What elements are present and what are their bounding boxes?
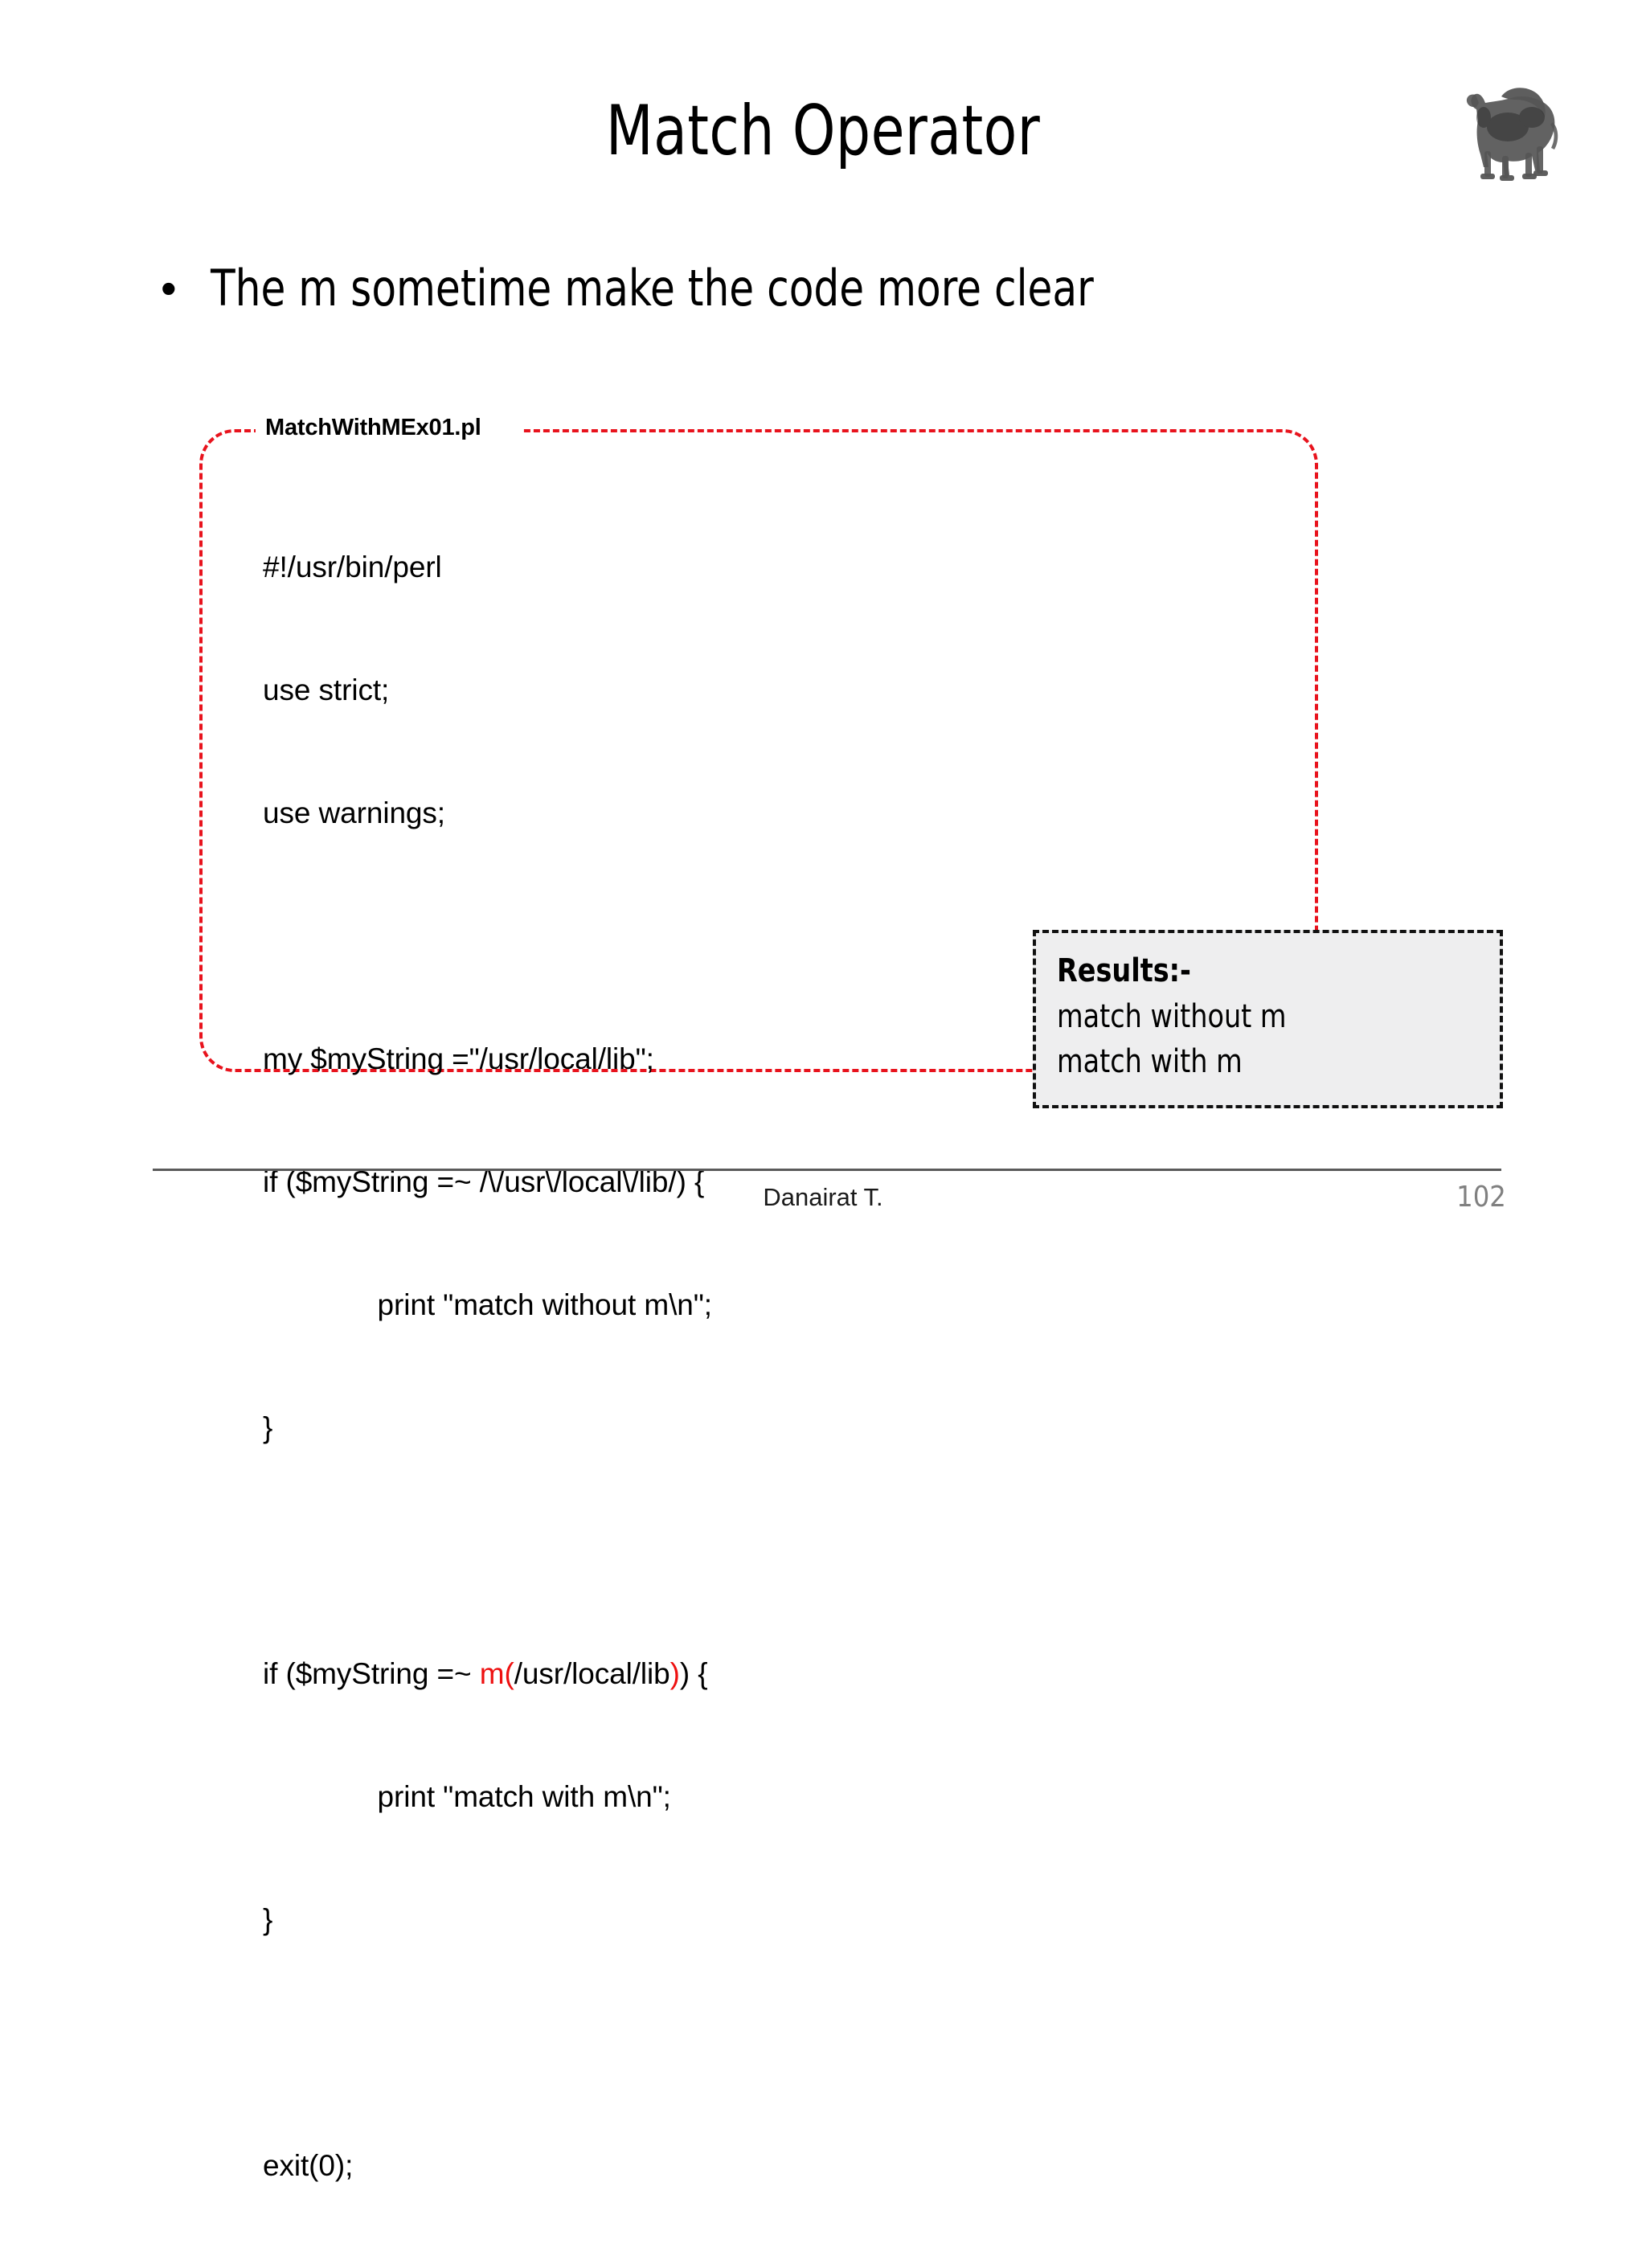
page-title: Match Operator xyxy=(605,91,1041,171)
perl-camel-icon xyxy=(1452,71,1574,183)
footer-author: Danairat T. xyxy=(763,1183,883,1211)
bullet-marker-icon: • xyxy=(161,263,177,313)
code-line-highlighted: if ($myString =~ m(/usr/local/lib)) { xyxy=(263,1653,712,1694)
bullet-list: • The m sometime make the code more clea… xyxy=(161,257,1527,320)
code-line: exit(0); xyxy=(263,2149,354,2182)
results-line: match without m xyxy=(1057,998,1287,1035)
code-file-label: MatchWithMEx01.pl xyxy=(265,415,481,440)
results-title: Results:- xyxy=(1057,952,1191,989)
bullet-item-text: The m sometime make the code more clear xyxy=(211,259,1094,317)
code-line: } xyxy=(263,1903,273,1936)
page-number: 102 xyxy=(1456,1181,1506,1214)
code-line: } xyxy=(263,1411,273,1444)
code-line-blank xyxy=(263,2022,712,2063)
code-line: use warnings; xyxy=(263,796,445,829)
code-line: my $myString ="/usr/local/lib"; xyxy=(263,1042,654,1075)
code-block: #!/usr/bin/perl use strict; use warnings… xyxy=(263,465,712,2268)
code-callout-box xyxy=(199,429,1318,1072)
slide-canvas: Match Operator xyxy=(153,71,1574,2182)
code-fragment-inner: /usr/local/lib xyxy=(514,1657,670,1690)
results-line: match with m xyxy=(1057,1043,1243,1080)
code-line: print "match without m\n"; xyxy=(263,1288,713,1321)
code-line: print "match with m\n"; xyxy=(263,1780,671,1813)
code-fragment-prefix: if ($myString =~ xyxy=(263,1657,480,1690)
footer-divider xyxy=(153,1169,1501,1171)
code-fragment-match-open: m( xyxy=(479,1657,514,1690)
code-fragment-suffix: ) { xyxy=(679,1657,708,1690)
code-line-blank xyxy=(263,915,712,956)
code-fragment-match-close: ) xyxy=(669,1657,680,1690)
results-box: Results:- match without m match with m xyxy=(1033,930,1503,1108)
code-line: use strict; xyxy=(263,673,390,706)
code-line-blank xyxy=(263,1530,712,1571)
code-line: #!/usr/bin/perl xyxy=(263,551,442,583)
code-label-backdrop xyxy=(256,415,521,447)
